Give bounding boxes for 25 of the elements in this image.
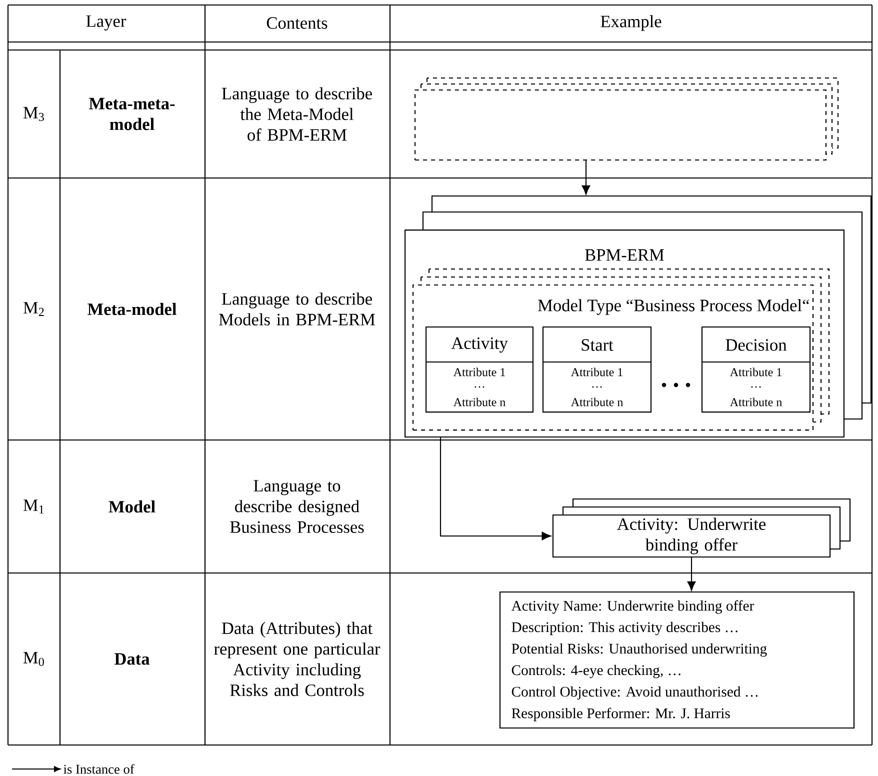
column-header: Layer	[86, 15, 126, 31]
class-box: Start Attribute 1 … Attribute n	[542, 326, 652, 413]
stacked-box: Activity: Underwrite binding offer	[552, 498, 851, 558]
layer-name: Meta-meta-model	[89, 98, 175, 130]
stacked-box	[414, 77, 839, 161]
layer-number: M$_{3}$	[23, 107, 44, 121]
class-box: Decision Attribute 1 … Attribute n	[701, 326, 811, 413]
legend-text: is Instance of	[64, 764, 134, 774]
layer-number: M$_{0}$	[23, 652, 44, 666]
layer-name: Meta-model	[88, 302, 176, 316]
arrow	[582, 160, 590, 195]
column-header: Example	[600, 15, 662, 31]
layer-description: Data (Attributes) that represent one particular Activity including Risks and Controls	[214, 622, 380, 696]
layer-description: Language to describe designed Business Processes	[230, 480, 364, 533]
layer-description: Language to describe the Meta-Model of BPM-ERM	[222, 87, 372, 141]
data-box: Activity Name: Underwrite binding offer Description: This activity describes … Potential Risks: Unauthorised underwriting Controls: 4-eye checking, … Control Objective: Avoid unauthorised … Responsible Performer: Mr. J. Harris	[499, 591, 855, 729]
layer-name: Model	[108, 500, 156, 513]
layer-number: M$_{2}$	[23, 302, 44, 316]
class-box: Activity Attribute 1 … Attribute n	[426, 326, 534, 413]
layer-name: Data	[114, 653, 150, 665]
column-header: Contents	[266, 17, 328, 29]
layer-number: M$_{1}$	[23, 500, 44, 514]
arrow	[687, 558, 696, 591]
arrow	[440, 438, 552, 540]
layer-description: Language to describe Models in BPM-ERM	[219, 292, 375, 326]
